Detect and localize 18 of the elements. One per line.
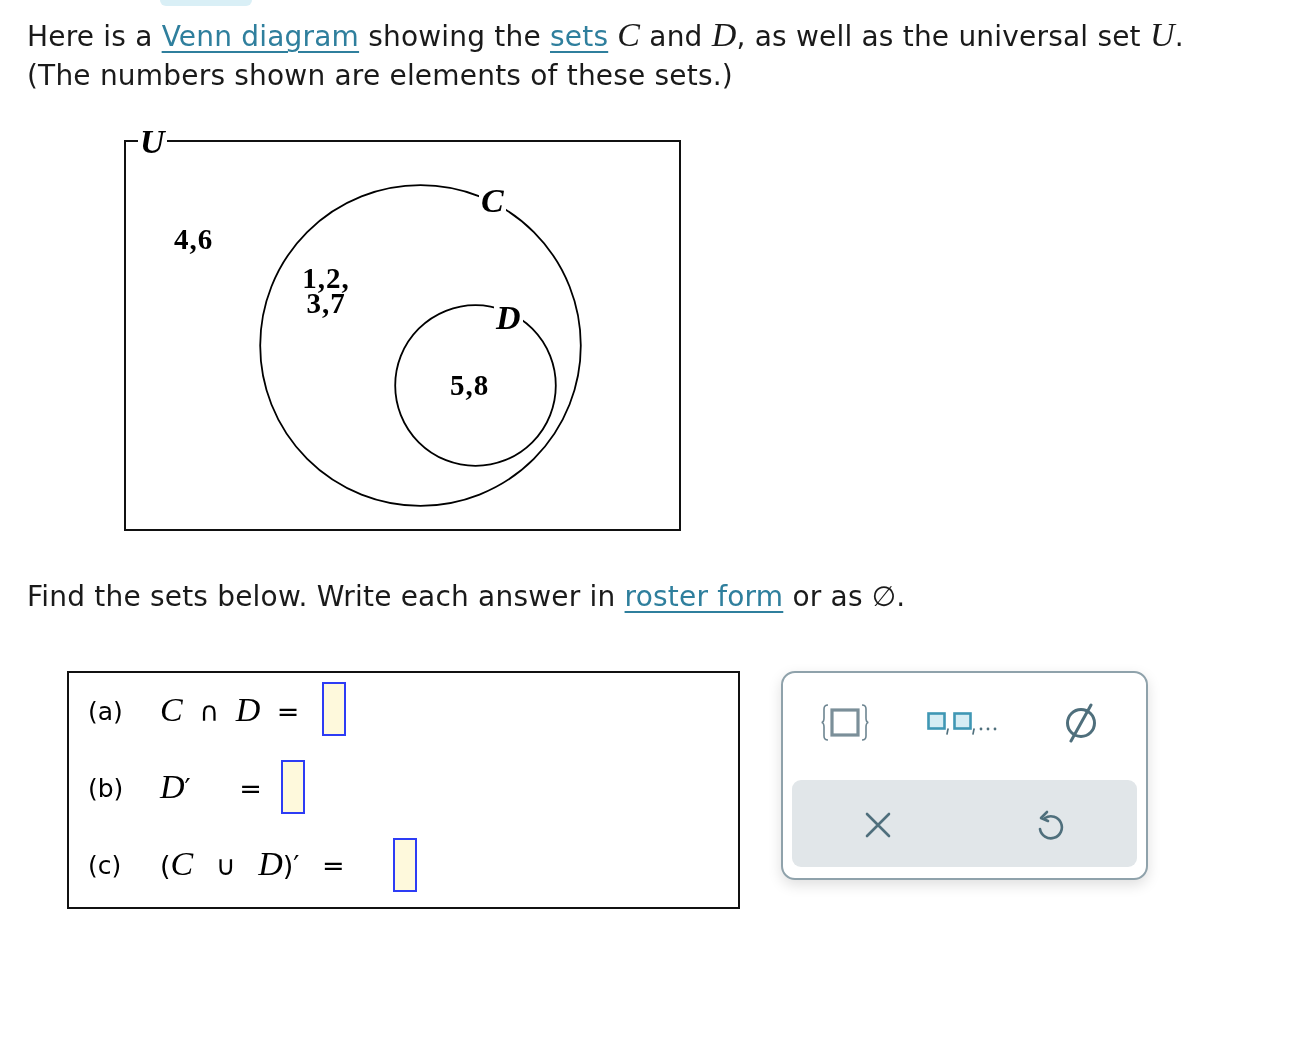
- part-label: (c): [88, 850, 122, 882]
- math-expression: (C ∪ D)′ =: [160, 846, 345, 884]
- question-panel: [67, 671, 740, 909]
- element-list: 5,8: [450, 373, 490, 398]
- text-link: Venn diagram: [161, 20, 360, 53]
- element-list: 1,2, 3,7: [290, 266, 362, 316]
- intro-note: (The numbers shown are elements of these sets.): [27, 58, 733, 94]
- set-circle: [259, 184, 582, 507]
- intro-text: Here is a Venn diagram showing the sets C and D, as well as the universal set U.: [27, 15, 1184, 55]
- part-label: (a): [88, 696, 123, 728]
- instruction-text: Find the sets below. Write each answer in roster form or as ∅.: [27, 579, 906, 615]
- set-circle: [394, 304, 557, 467]
- text-link: roster form: [624, 580, 784, 613]
- text-link: sets: [550, 20, 609, 53]
- element-list: 4,6: [174, 227, 214, 252]
- part-label: (b): [88, 773, 124, 805]
- math-expression: C ∩ D =: [160, 692, 300, 730]
- math-expression: D′ =: [160, 769, 262, 807]
